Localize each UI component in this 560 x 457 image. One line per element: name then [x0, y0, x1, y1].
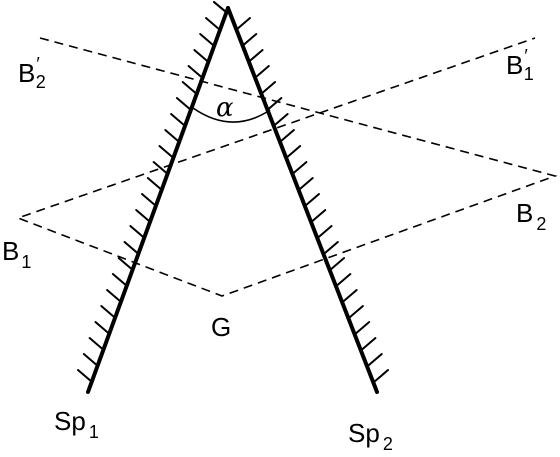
mirror-sp2-hatching [235, 17, 389, 383]
ray-path-upper [15, 37, 558, 297]
hatch-tick-sp2 [354, 321, 371, 335]
point-b2-prime-label: B′2 [18, 54, 46, 92]
hatch-tick-sp1 [170, 113, 187, 127]
angle-alpha-label: α [216, 93, 234, 123]
hatch-tick-sp2 [373, 369, 389, 383]
hatch-tick-sp1 [100, 305, 117, 319]
hatch-tick-sp2 [329, 257, 346, 271]
hatch-tick-sp1 [158, 145, 175, 159]
point-g-label: G [211, 312, 231, 342]
hatch-tick-sp1 [111, 273, 128, 287]
hatch-tick-sp2 [272, 113, 289, 127]
angle-alpha-arc [192, 107, 271, 123]
mirror-sp2 [226, 6, 379, 394]
hatch-tick-sp2 [341, 289, 358, 303]
hatch-tick-sp1 [199, 33, 216, 47]
hatch-tick-sp1 [135, 209, 152, 223]
hatch-tick-sp2 [310, 209, 327, 223]
hatch-tick-sp2 [347, 305, 364, 319]
hatch-tick-sp2 [291, 161, 308, 175]
hatch-tick-sp1 [94, 321, 111, 335]
hatch-tick-sp1 [141, 193, 157, 207]
hatch-tick-sp2 [335, 273, 352, 287]
hatch-tick-sp2 [241, 33, 258, 47]
hatch-tick-sp1 [152, 161, 169, 175]
hatch-tick-sp1 [82, 353, 99, 367]
hatch-tick-sp1 [106, 289, 123, 303]
hatch-tick-sp2 [316, 225, 333, 239]
hatch-tick-sp1 [193, 49, 210, 63]
hatch-tick-sp1 [88, 337, 105, 351]
point-b1-prime-label: B′1 [506, 46, 534, 84]
hatch-tick-sp1 [117, 257, 134, 271]
hatch-tick-sp2 [360, 337, 377, 351]
hatch-tick-sp1 [123, 241, 140, 255]
hatch-tick-apex [213, 1, 227, 13]
hatch-tick-sp1 [164, 129, 181, 143]
hatch-tick-sp2 [260, 81, 277, 95]
hatch-tick-sp2 [253, 65, 270, 79]
hatch-tick-sp2 [235, 17, 251, 31]
hatch-tick-sp1 [187, 65, 204, 79]
hatch-tick-sp2 [285, 145, 302, 159]
hatch-tick-sp2 [247, 49, 264, 63]
hatch-tick-sp2 [322, 241, 339, 255]
mirror-sp1-hatching [77, 1, 227, 383]
hatch-tick-sp1 [146, 177, 163, 191]
hatch-tick-sp2 [297, 177, 314, 191]
hatch-tick-sp1 [181, 81, 198, 95]
light-ray-paths [15, 37, 558, 297]
hatch-tick-sp1 [205, 17, 221, 31]
hatch-tick-sp2 [278, 129, 295, 143]
mirror-sp1 [86, 6, 230, 394]
hatch-tick-sp1 [129, 225, 146, 239]
hatch-tick-sp2 [304, 193, 320, 207]
hatch-tick-sp2 [266, 97, 283, 111]
hatch-tick-sp1 [175, 97, 192, 111]
hatch-tick-sp1 [77, 369, 93, 383]
hatch-tick-sp2 [366, 353, 383, 367]
